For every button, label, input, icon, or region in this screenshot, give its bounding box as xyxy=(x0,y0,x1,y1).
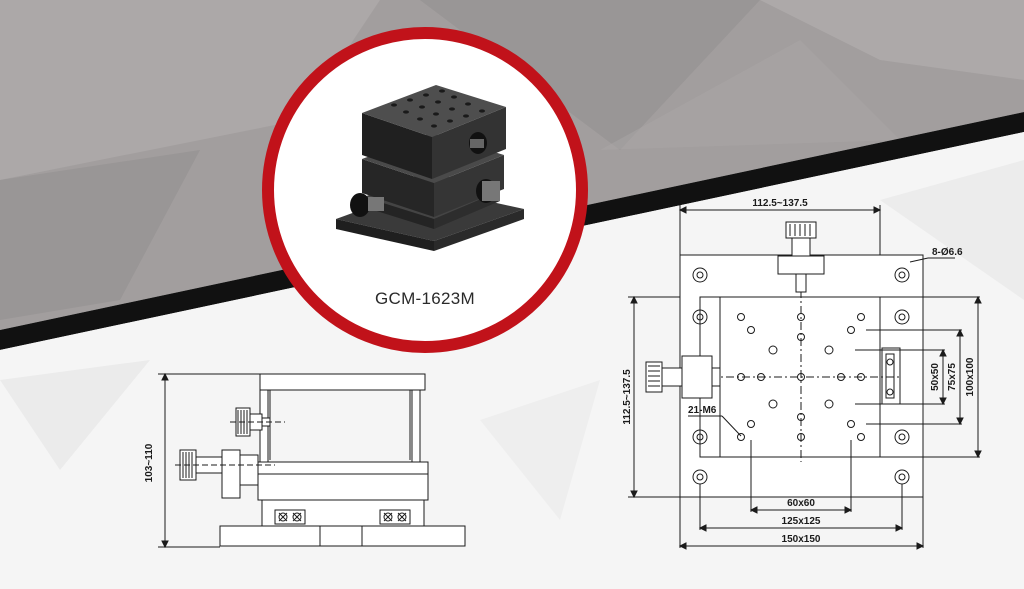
right-50-label: 50x50 xyxy=(930,363,941,391)
left-height-label: 112.5~137.5 xyxy=(622,369,633,425)
product-model-label: GCM-1623M xyxy=(374,289,475,308)
right-75-label: 75x75 xyxy=(947,363,958,391)
pattern-small-label: 60x60 xyxy=(787,498,815,509)
side-height-label: 103~110 xyxy=(144,443,155,482)
pattern-mid-label: 125x125 xyxy=(782,516,821,527)
side-view xyxy=(158,372,466,549)
base-size-label: 150x150 xyxy=(782,534,821,545)
top-view xyxy=(628,205,982,550)
hole-spec-label: 8-Ø6.6 xyxy=(932,247,963,258)
right-100-label: 100x100 xyxy=(965,357,976,396)
product-callout-circle: GCM-1623M xyxy=(262,27,588,353)
top-width-label: 112.5~137.5 xyxy=(752,198,808,209)
thread-spec-label: 21-M6 xyxy=(688,405,717,416)
xy-stage-product-image xyxy=(336,85,524,251)
